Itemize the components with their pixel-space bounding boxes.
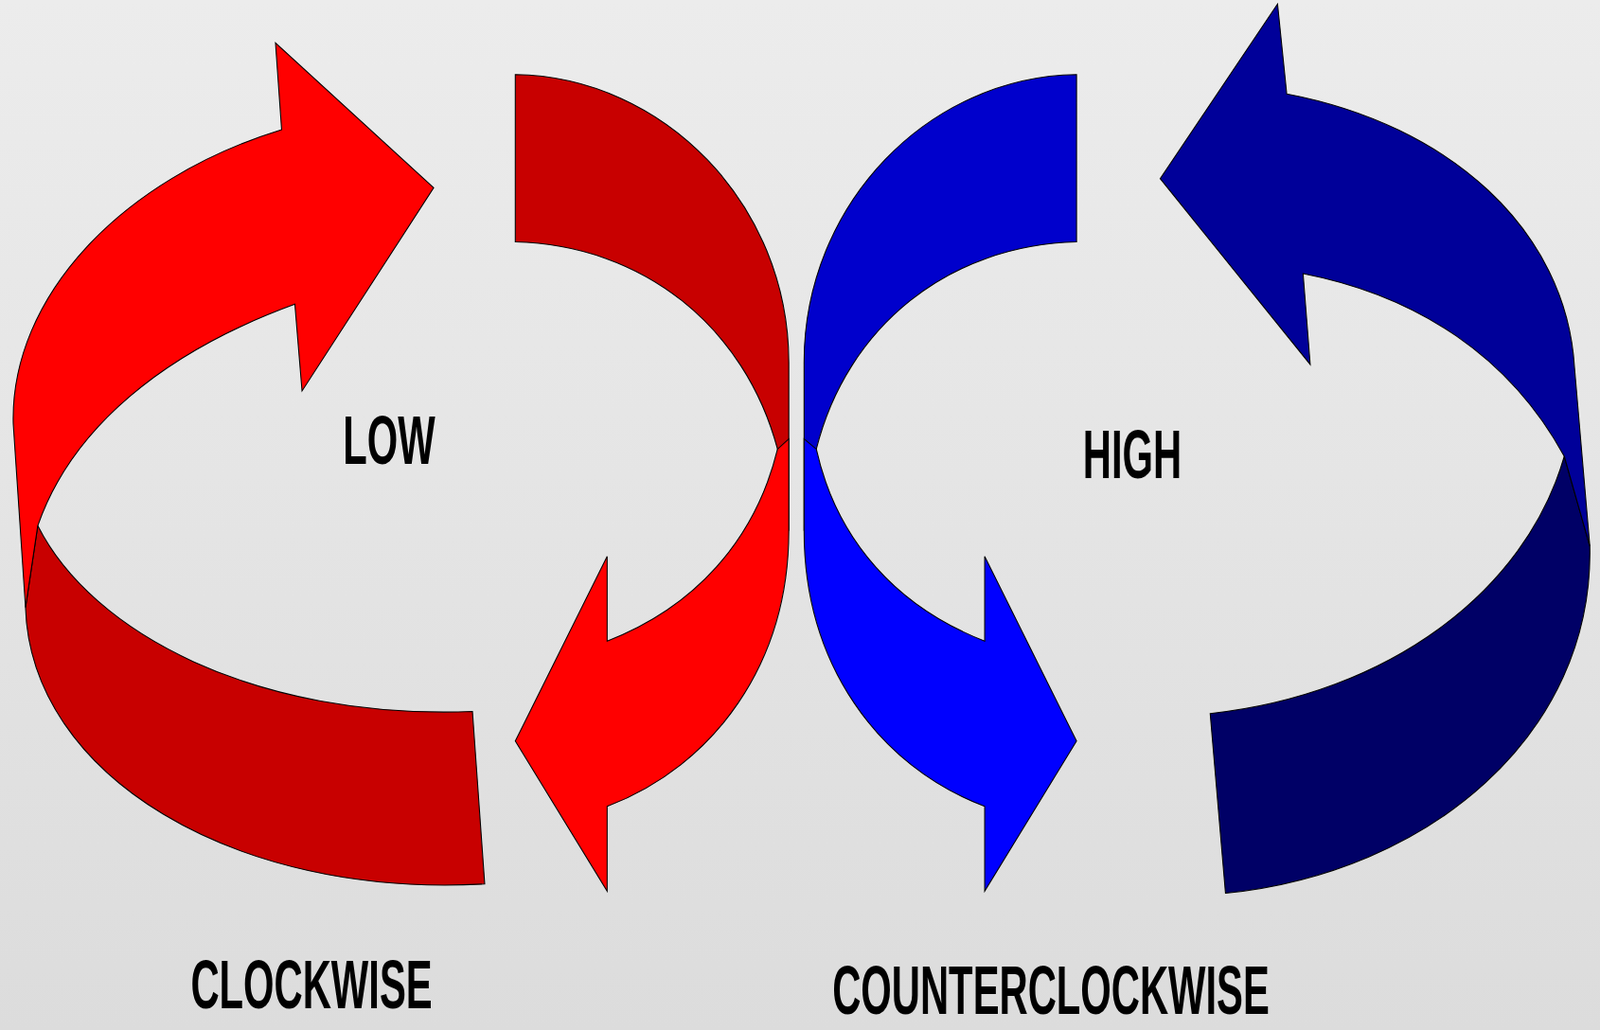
red-arrow-bottom: [515, 439, 789, 892]
blue-arrow-bottom: [803, 439, 1077, 892]
direction-label: CLOCKWISE: [190, 950, 432, 1019]
blue-band-left: [803, 74, 1077, 532]
direction-label: COUNTERCLOCKWISE: [832, 956, 1270, 1025]
pressure-label: LOW: [342, 406, 435, 475]
pressure-label: HIGH: [1083, 420, 1182, 489]
red-band-right: [515, 74, 789, 532]
navy-band-bottom: [1209, 456, 1590, 894]
navy-arrow-top: [1159, 3, 1590, 547]
red-band-bottom: [25, 525, 485, 886]
red-arrow-top: [13, 42, 434, 607]
